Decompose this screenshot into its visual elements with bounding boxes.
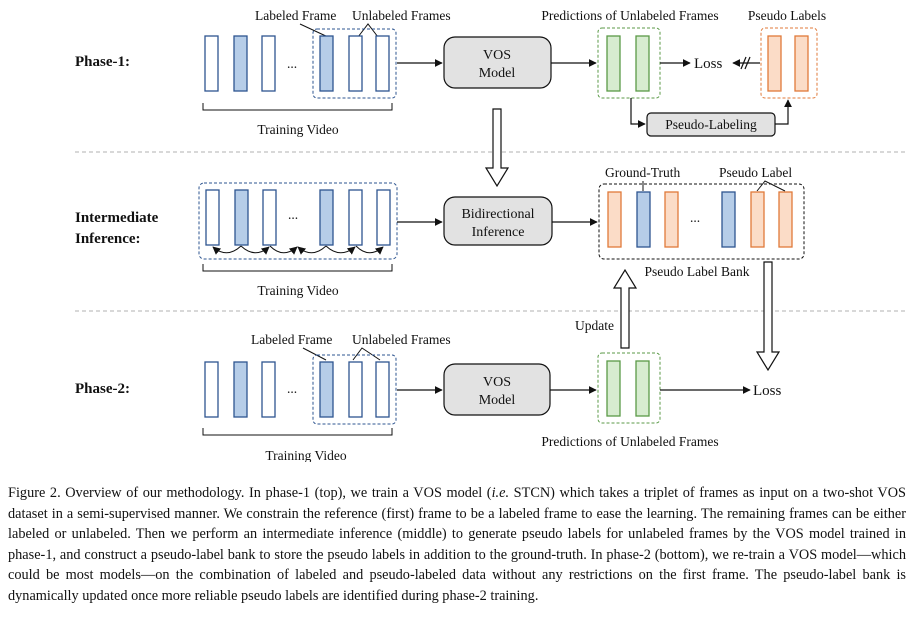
bank-pseudo-frame bbox=[778, 191, 793, 248]
stop-gradient-mark bbox=[744, 56, 751, 70]
pseudo-label-bank-box bbox=[598, 183, 805, 260]
arrow-to-pseudo-labels bbox=[775, 99, 792, 125]
triplet-group-box bbox=[312, 28, 397, 99]
frame bbox=[204, 35, 219, 92]
arrow-to-pseudo-labeling bbox=[630, 98, 646, 128]
predictions-group-box bbox=[597, 352, 661, 424]
vos-model-line1: VOS bbox=[483, 375, 511, 390]
figure-caption: Figure 2. Overview of our methodology. I… bbox=[8, 483, 906, 606]
ellipsis: ... bbox=[287, 381, 297, 396]
unlabeled-frames-label: Unlabeled Frames bbox=[352, 332, 451, 347]
ellipsis: ... bbox=[690, 210, 700, 225]
propagation-arc bbox=[325, 245, 356, 255]
vos-model-line2: Model bbox=[479, 393, 516, 408]
predictions-label: Predictions of Unlabeled Frames bbox=[541, 434, 718, 449]
pseudo-label-label: Pseudo Label bbox=[719, 165, 792, 180]
bank-pseudo-frame bbox=[664, 191, 679, 248]
bank-pseudo-frame bbox=[750, 191, 765, 248]
hollow-arrow-up bbox=[612, 268, 638, 349]
labeled-frame-pointer bbox=[302, 347, 327, 361]
labeled-frame-label: Labeled Frame bbox=[255, 8, 336, 23]
prediction-frame bbox=[635, 360, 650, 417]
phase-2-section: Phase-2: Labeled Frame Unlabeled Frames … bbox=[75, 332, 782, 462]
pseudo-labeling-label: Pseudo-Labeling bbox=[665, 117, 757, 132]
frame-labeled bbox=[233, 361, 248, 418]
pseudo-label-frame bbox=[794, 35, 809, 92]
ellipsis: ... bbox=[287, 56, 297, 71]
pseudo-labels-group-box bbox=[760, 27, 818, 99]
vos-model-line1: VOS bbox=[483, 48, 511, 63]
frame-labeled bbox=[319, 35, 334, 92]
bank-gt-frame bbox=[721, 191, 736, 248]
prediction-frame bbox=[606, 360, 621, 417]
frame bbox=[261, 35, 276, 92]
video-group-box bbox=[198, 182, 398, 260]
frame bbox=[348, 35, 363, 92]
bank-gt-frame bbox=[636, 191, 651, 248]
frame-labeled bbox=[234, 189, 249, 246]
intermediate-title-line2: Inference: bbox=[75, 231, 141, 247]
unlabeled-frames-pointer bbox=[357, 23, 379, 38]
stop-gradient-mark bbox=[740, 56, 747, 70]
bank-pseudo-frame bbox=[607, 191, 622, 248]
triplet-group-box bbox=[312, 354, 397, 425]
training-video-label: Training Video bbox=[257, 283, 339, 298]
propagation-arc bbox=[212, 245, 242, 255]
intermediate-section: Intermediate Inference: ... Training Vid… bbox=[75, 165, 805, 298]
frame-labeled bbox=[319, 361, 334, 418]
training-video-bracket bbox=[202, 264, 393, 272]
prediction-frame bbox=[635, 35, 650, 92]
frame-labeled bbox=[233, 35, 248, 92]
unlabeled-frames-label: Unlabeled Frames bbox=[352, 8, 451, 23]
pseudo-label-frame bbox=[767, 35, 782, 92]
phase-2-title: Phase-2: bbox=[75, 381, 130, 397]
training-video-bracket bbox=[202, 428, 393, 436]
frame bbox=[205, 189, 220, 246]
update-label: Update bbox=[575, 318, 614, 333]
predictions-label: Predictions of Unlabeled Frames bbox=[541, 8, 718, 23]
prediction-frame bbox=[606, 35, 621, 92]
bidirectional-inference-box bbox=[443, 196, 553, 246]
training-video-bracket bbox=[202, 103, 393, 111]
propagation-arc bbox=[269, 245, 298, 255]
bidirectional-line1: Bidirectional bbox=[461, 207, 534, 222]
hollow-arrow-down bbox=[484, 108, 510, 188]
vos-model-line2: Model bbox=[479, 66, 516, 81]
ground-truth-label: Ground-Truth bbox=[605, 165, 681, 180]
frame bbox=[204, 361, 219, 418]
pseudo-labels-title: Pseudo Labels bbox=[748, 8, 826, 23]
loss-label: Loss bbox=[753, 383, 782, 399]
propagation-arc bbox=[297, 245, 327, 255]
caption-part2: STCN) which takes a triplet of frames as… bbox=[8, 485, 906, 604]
frame bbox=[348, 189, 363, 246]
loss-label: Loss bbox=[694, 56, 723, 72]
methodology-figure: Phase-1: Labeled Frame Unlabeled Frames … bbox=[75, 8, 908, 462]
propagation-arc bbox=[355, 245, 384, 255]
hollow-arrow-to-loss bbox=[755, 261, 781, 372]
propagation-arc bbox=[240, 245, 270, 255]
frame bbox=[261, 361, 276, 418]
phase-1-section: Phase-1: Labeled Frame Unlabeled Frames … bbox=[75, 8, 826, 137]
pseudo-label-bank-label: Pseudo Label Bank bbox=[645, 264, 750, 279]
pseudo-label-pointer bbox=[756, 180, 786, 192]
phase-1-title: Phase-1: bbox=[75, 54, 130, 70]
ellipsis: ... bbox=[288, 207, 298, 222]
labeled-frame-label: Labeled Frame bbox=[251, 332, 332, 347]
frame-labeled bbox=[319, 189, 334, 246]
frame bbox=[262, 189, 277, 246]
training-video-label: Training Video bbox=[257, 122, 339, 137]
caption-part1: Figure 2. Overview of our methodology. I… bbox=[8, 485, 492, 501]
frame bbox=[376, 189, 391, 246]
frame bbox=[375, 361, 390, 418]
training-video-label: Training Video bbox=[265, 448, 347, 462]
unlabeled-frames-pointer bbox=[352, 347, 381, 361]
labeled-frame-pointer bbox=[299, 23, 329, 38]
intermediate-title-line1: Intermediate bbox=[75, 210, 159, 226]
frame bbox=[348, 361, 363, 418]
frame bbox=[375, 35, 390, 92]
bidirectional-line2: Inference bbox=[472, 225, 525, 240]
caption-ie: i.e. bbox=[491, 485, 510, 501]
